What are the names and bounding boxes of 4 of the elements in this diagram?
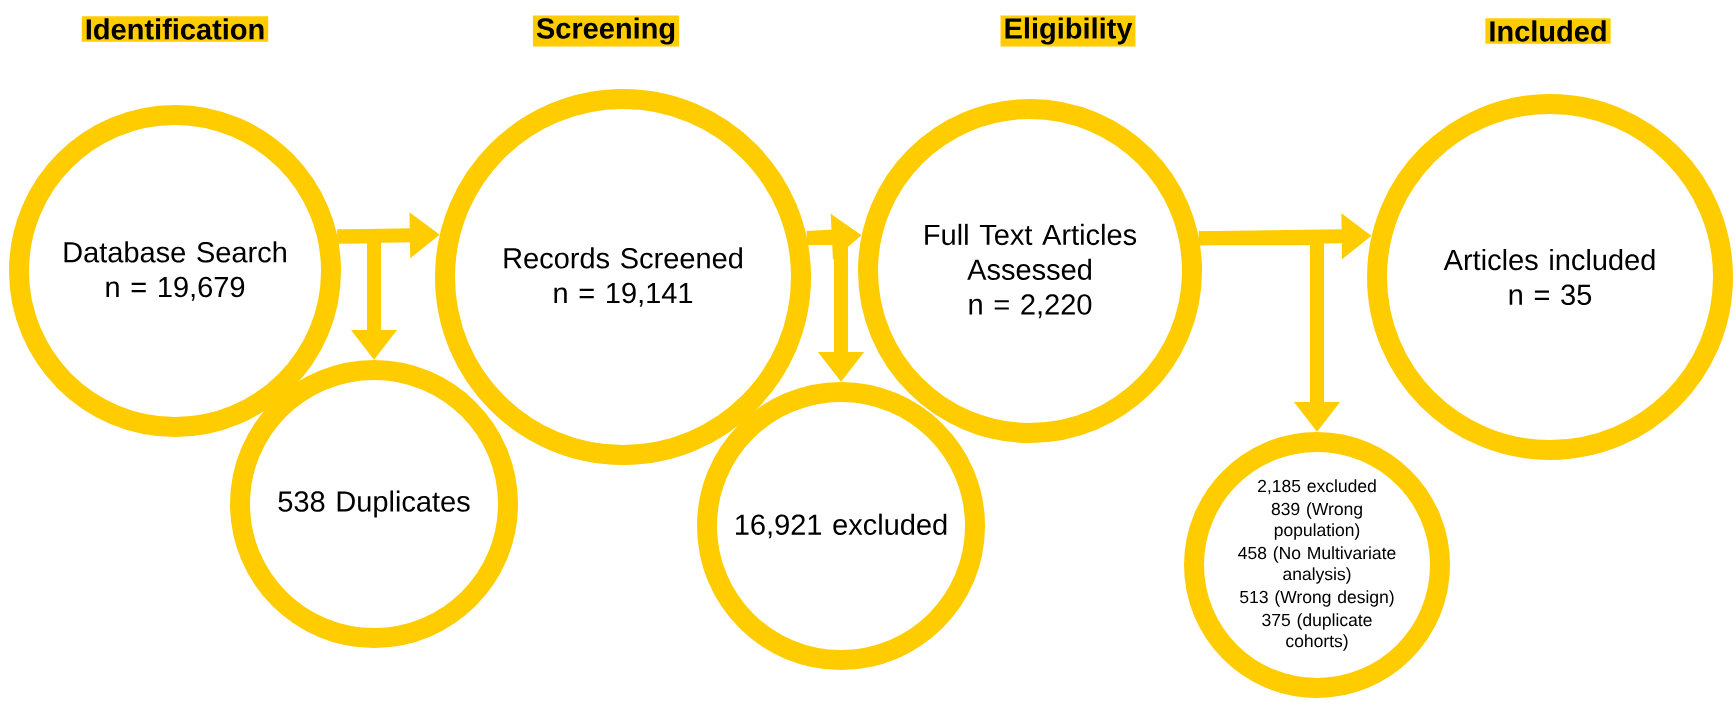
stage-heading: Screening xyxy=(532,15,680,47)
stage-heading: Eligibility xyxy=(1000,15,1136,47)
stage-heading: Included xyxy=(1485,18,1611,44)
stage-heading: Identification xyxy=(81,16,269,42)
